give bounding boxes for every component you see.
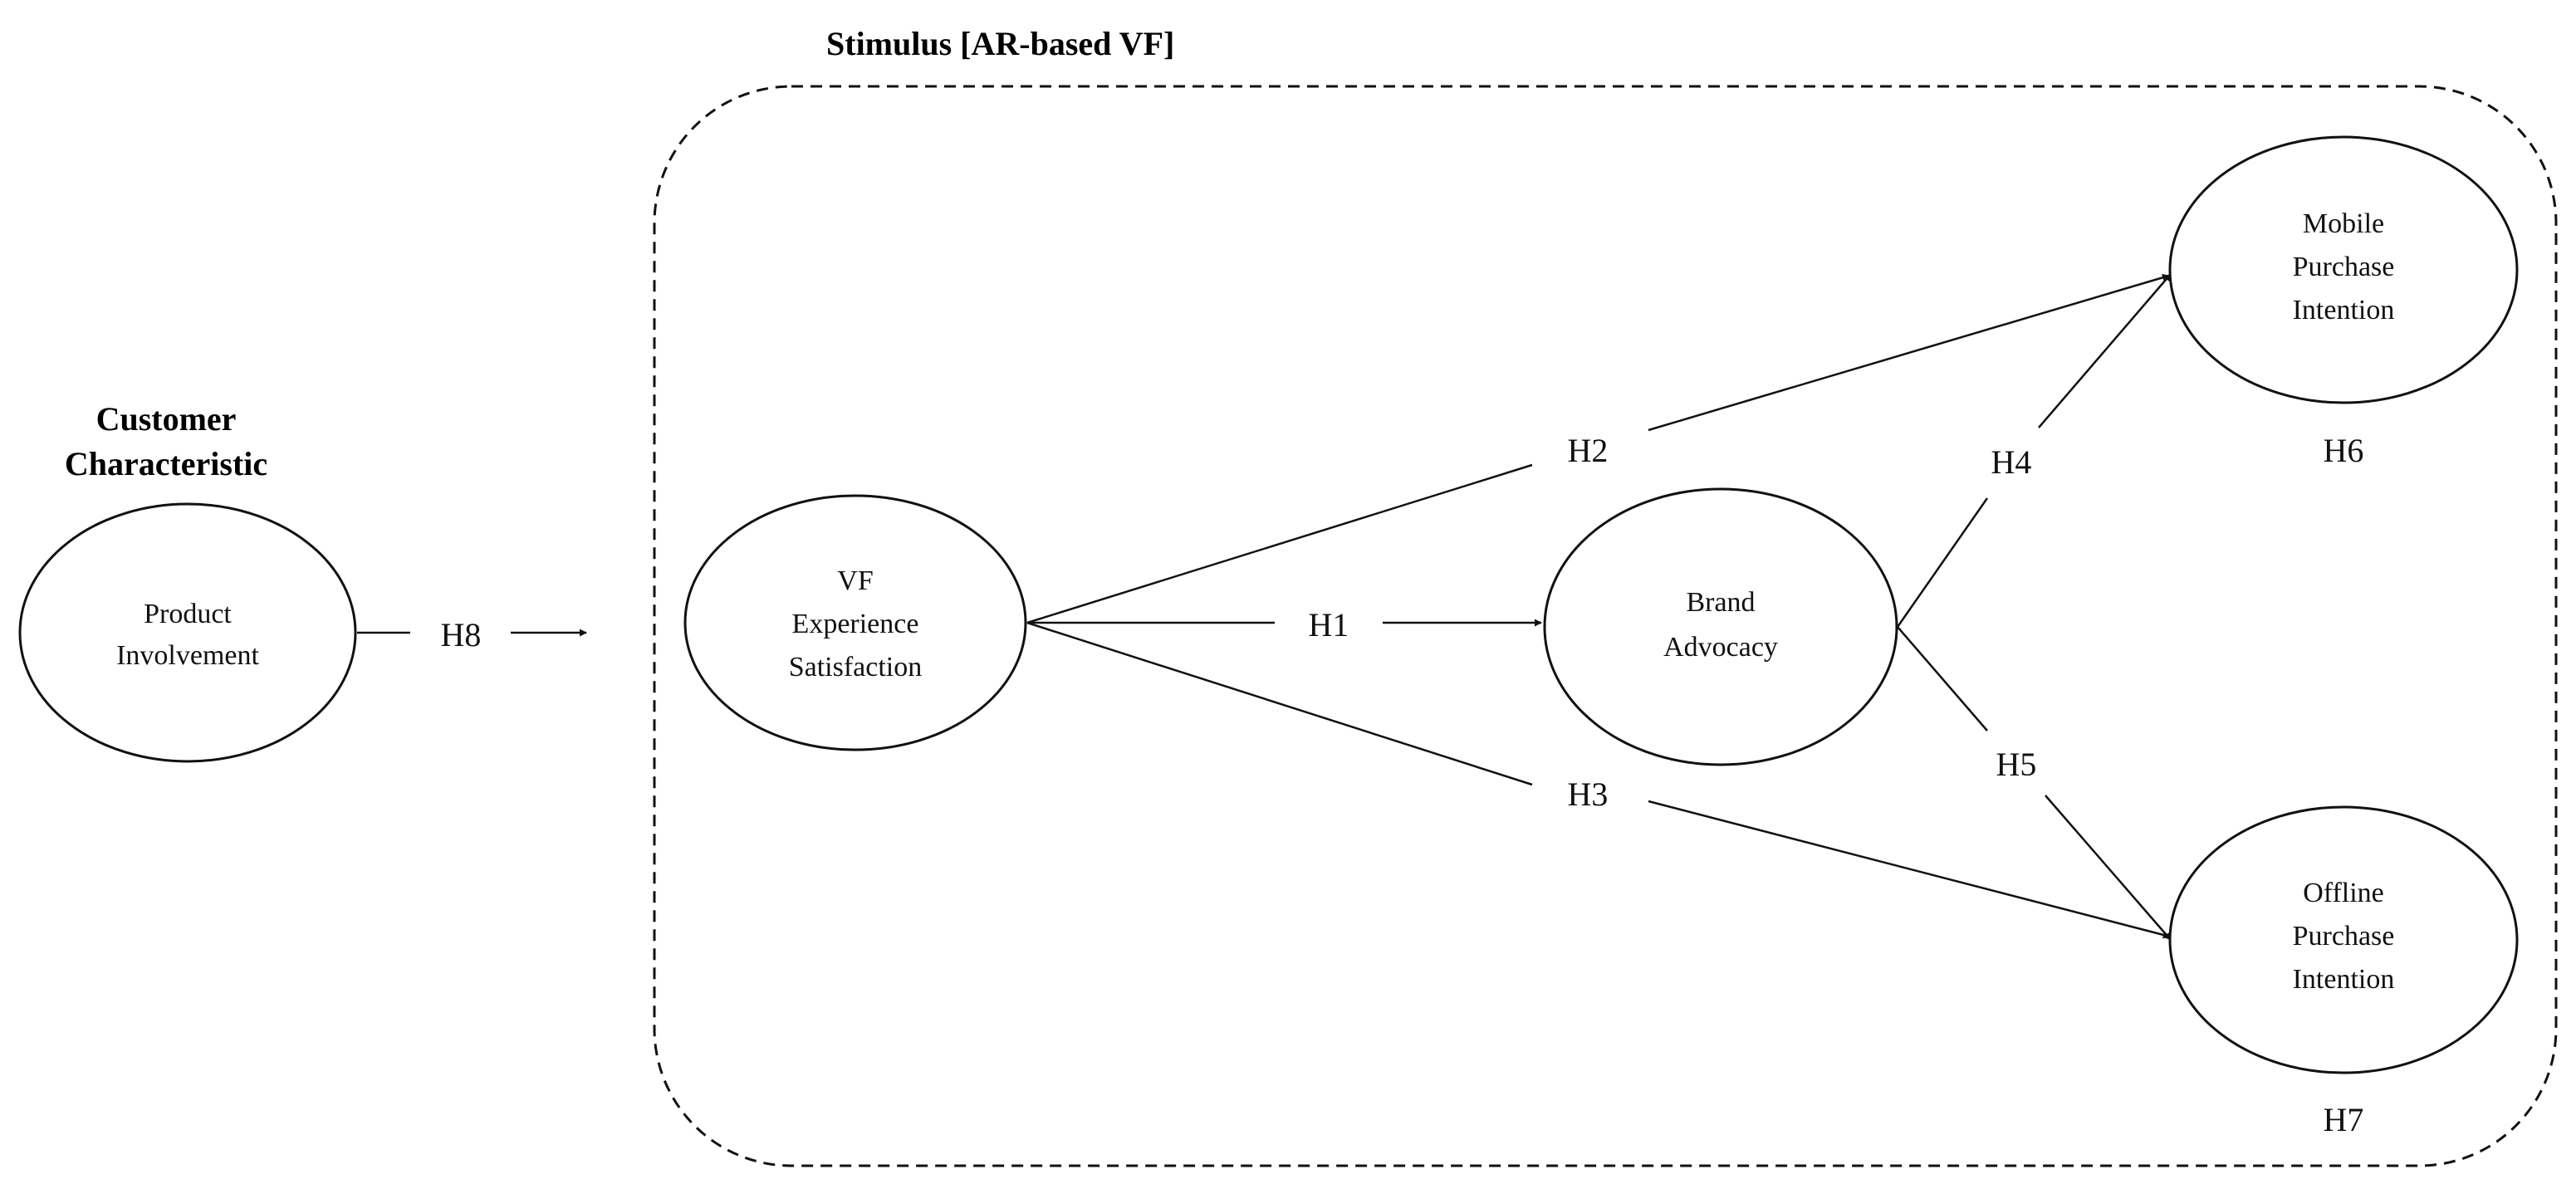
node-mobile-intention-label-line1: Mobile (2303, 208, 2384, 239)
hypothesis-h1-label: H1 (1309, 606, 1349, 643)
node-mobile-intention-label-line3: Intention (2293, 295, 2395, 325)
hypothesis-h4-label: H4 (1991, 443, 2032, 481)
customer-heading-line2: Characteristic (65, 445, 267, 482)
node-offline-intention (2168, 805, 2519, 1074)
node-vf-satisfaction (683, 494, 1027, 751)
hypothesis-h2-label: H2 (1568, 432, 1609, 469)
node-vf-satisfaction-label-line3: Satisfaction (789, 652, 923, 683)
hypothesis-h5-label: H5 (1996, 746, 2037, 783)
edge-h3-left (1026, 621, 1533, 786)
node-offline-intention-label-line1: Offline (2303, 878, 2384, 908)
hypothesis-h8-label: H8 (441, 616, 482, 653)
node-vf-satisfaction-label-line1: VF (837, 565, 873, 596)
edge-h2-right (1648, 273, 2170, 432)
node-offline-intention-label-line3: Intention (2293, 964, 2395, 995)
edge-h3-right (1648, 800, 2171, 939)
hypothesis-h7-label: H7 (2324, 1101, 2364, 1138)
node-mobile-intention (2168, 135, 2519, 404)
edge-h5-upper (1897, 626, 1988, 732)
stimulus-heading: Stimulus [AR-based VF] (826, 25, 1174, 62)
node-mobile-intention-label-line2: Purchase (2293, 252, 2395, 282)
node-brand-advocacy-label-line1: Brand (1686, 587, 1755, 618)
stimulus-boundary (653, 85, 2558, 1167)
customer-heading-line1: Customer (96, 400, 237, 438)
node-vf-satisfaction-label-line2: Experience (792, 609, 919, 639)
node-product-involvement-label-line2: Involvement (116, 640, 259, 671)
node-product-involvement (18, 502, 357, 763)
node-brand-advocacy (1543, 487, 1898, 766)
edge-h2-left (1026, 463, 1533, 624)
hypothesis-h3-label: H3 (1568, 776, 1609, 813)
edge-h5-lower (2045, 795, 2172, 941)
node-brand-advocacy-label-line2: Advocacy (1663, 632, 1778, 663)
hypothesis-h6-label: H6 (2324, 432, 2364, 469)
edge-h4-upper (2038, 273, 2172, 428)
edge-h4-lower (1896, 497, 1989, 628)
node-product-involvement-label-line1: Product (144, 599, 232, 629)
node-offline-intention-label-line2: Purchase (2293, 921, 2395, 952)
